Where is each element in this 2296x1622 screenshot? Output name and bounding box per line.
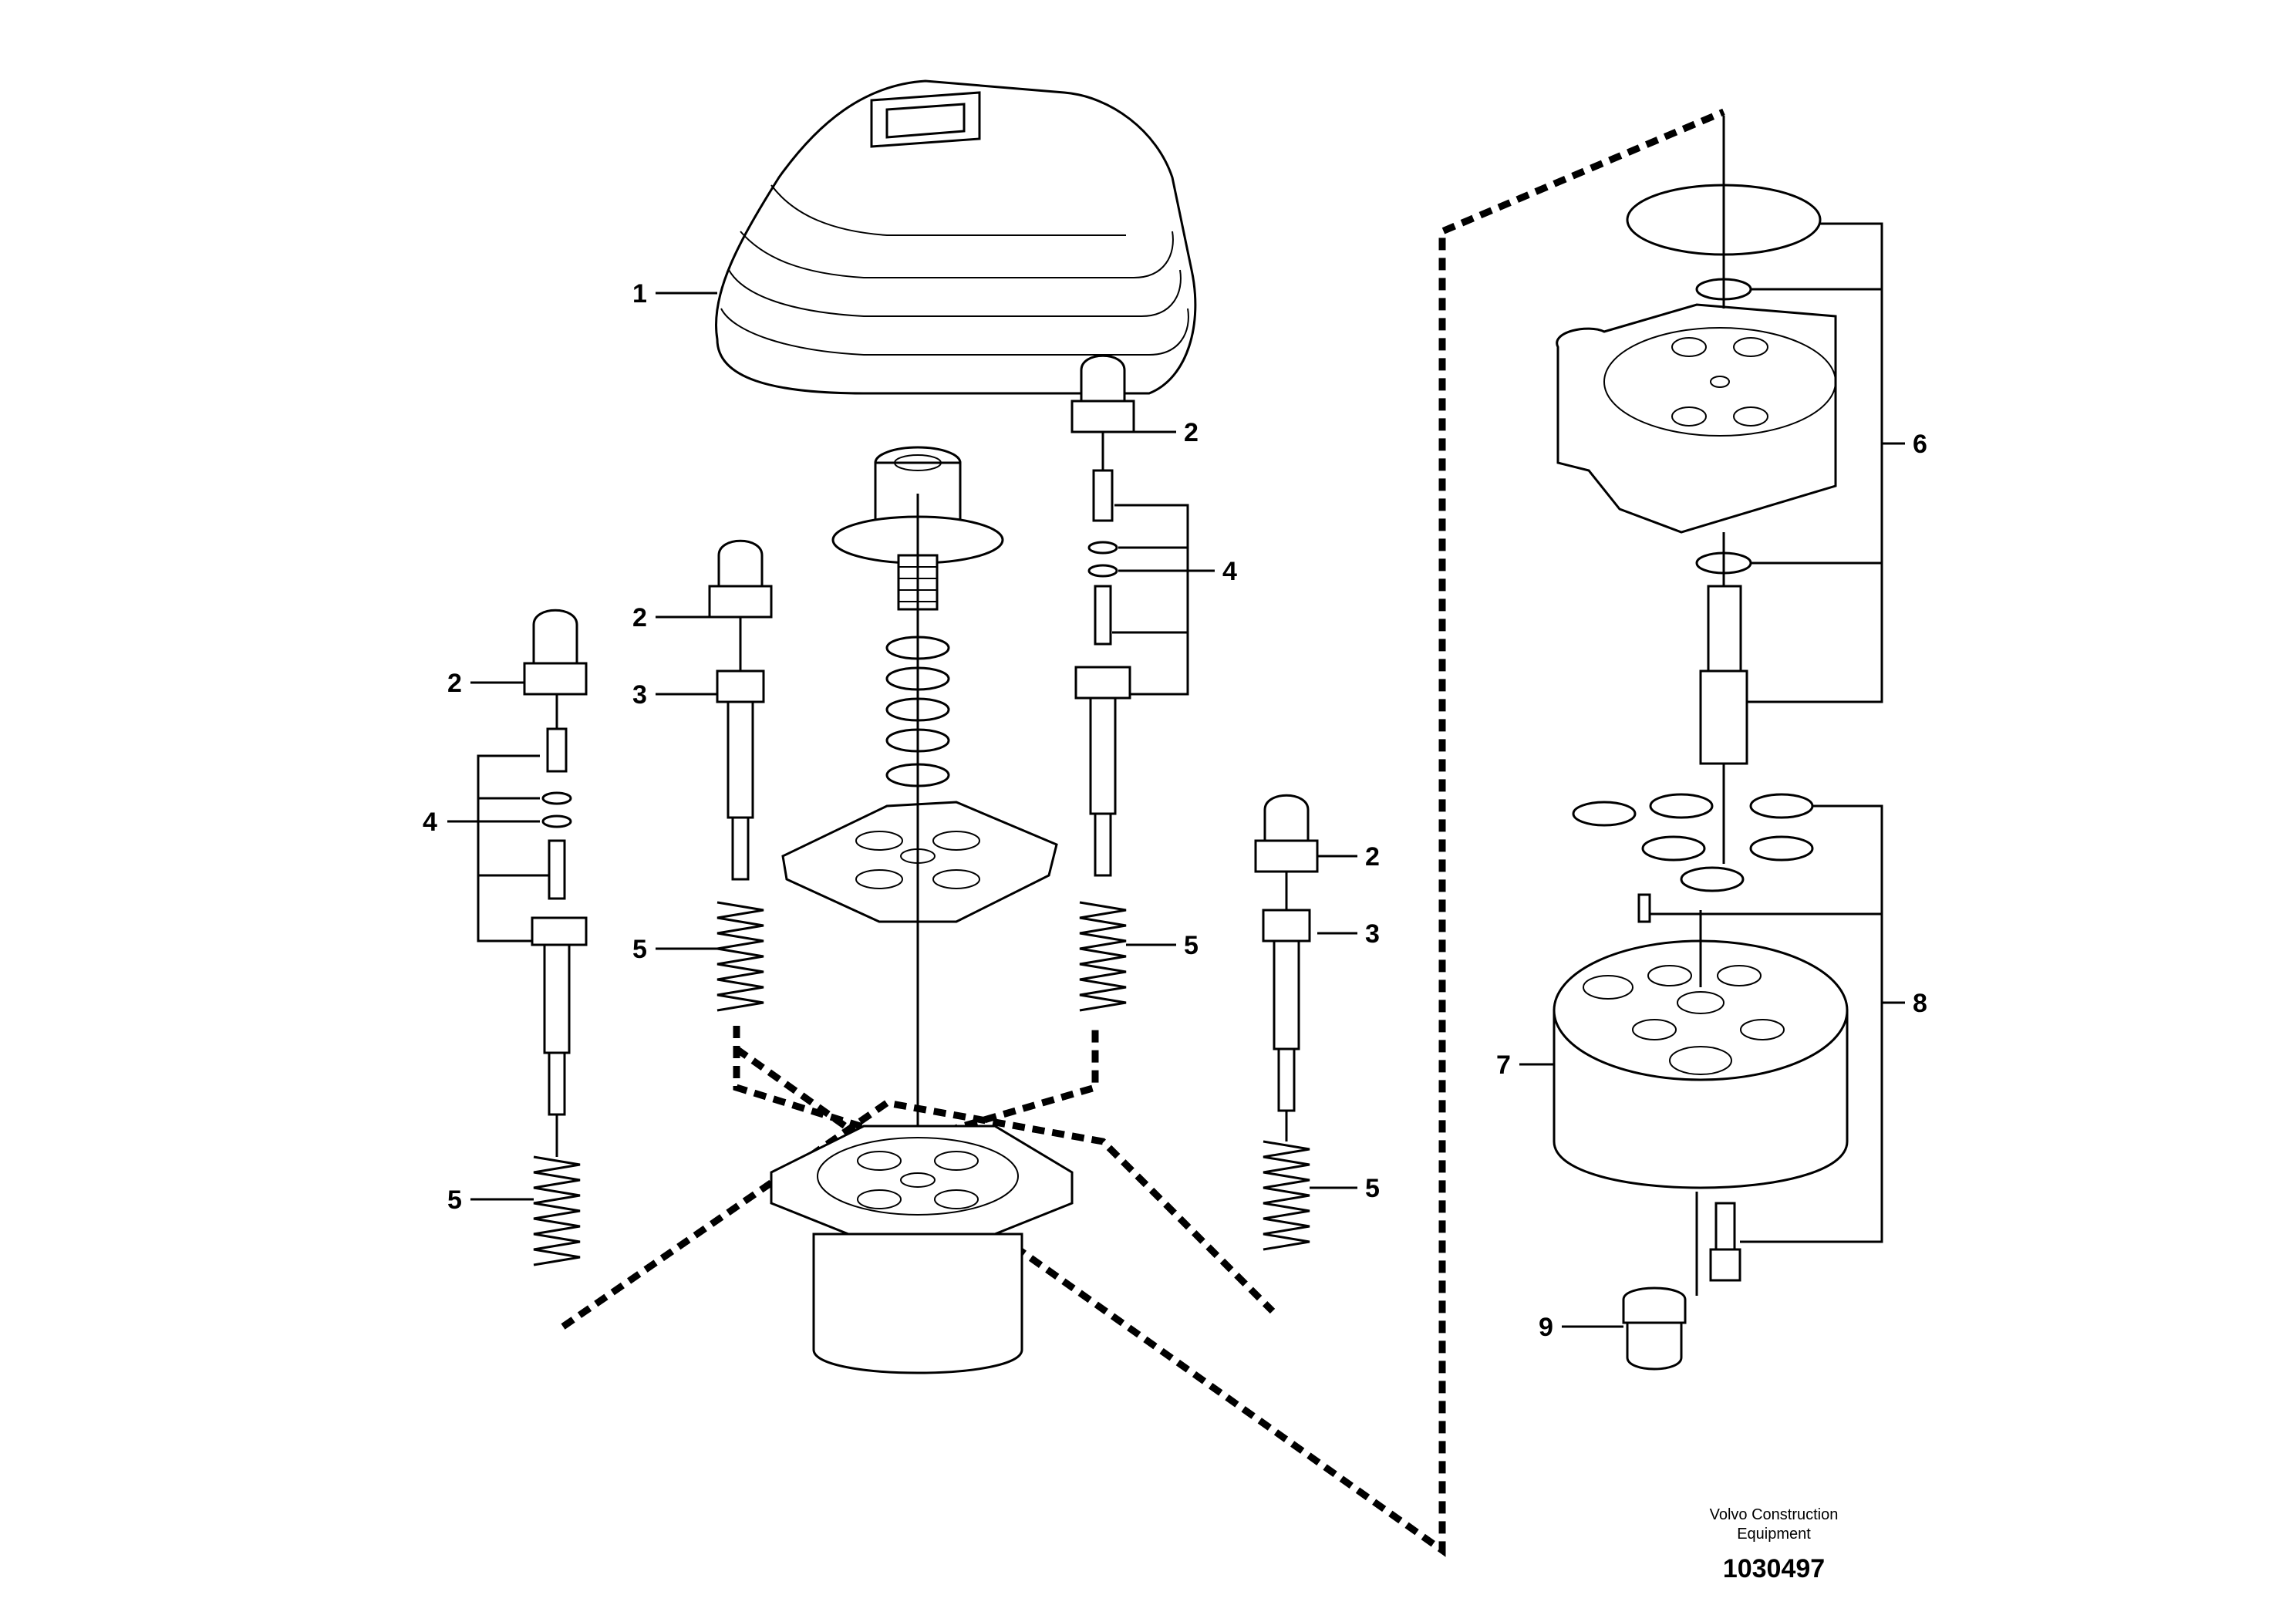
callout-labels: 1 2 2 2 2 3 3 4 4 5 5 5 5 5 6 7 8 9 [423,279,1927,1342]
callout-4-right: 4 [1222,557,1237,586]
part-bolt [1709,1202,1741,1282]
callout-8: 8 [1913,989,1927,1018]
callout-9: 9 [1539,1313,1553,1342]
callout-2-left-middle: 2 [632,603,647,632]
callout-4-left: 4 [423,808,437,837]
part-plug [1622,1286,1687,1371]
bracket-left-4 [447,754,549,943]
part-lower-valve-block [1553,893,1849,1296]
bracket-8 [1650,804,1905,1243]
drawing-footer: Volvo Construction Equipment 1030497 [1710,1506,1839,1583]
drawing-number: 1030497 [1723,1554,1825,1583]
bracket-6 [1747,222,1905,703]
callout-5-right: 5 [1365,1174,1380,1203]
bracket-right-4 [1112,504,1215,696]
part-right-middle-plunger-assembly [1070,354,1135,1012]
callout-1: 1 [632,279,647,309]
leader-lines [470,292,1623,1328]
callout-3-left-middle: 3 [632,680,647,710]
brand-line-2: Equipment [1737,1526,1811,1543]
callout-2-right-middle: 2 [1184,418,1199,447]
callout-3-right: 3 [1365,919,1380,949]
part-centre-plate [781,801,1058,923]
part-boot-cover [715,79,1197,395]
part-right-plunger-assembly [1254,794,1319,1251]
callout-6: 6 [1913,430,1927,459]
part-lower-housing [770,1125,1074,1374]
part-left-plunger-assembly [523,609,588,1266]
callout-5-left: 5 [447,1185,462,1215]
callout-5-right-middle: 5 [1184,931,1199,960]
callout-7: 7 [1496,1050,1511,1080]
part-left-middle-plunger-assembly [708,539,773,1012]
brand-line-1: Volvo Construction [1710,1506,1839,1523]
part-o-rings [1572,764,1814,892]
callout-5-left-middle: 5 [632,935,647,964]
part-upper-housing [1556,116,1837,765]
callout-2-right: 2 [1365,842,1380,872]
callout-2-left: 2 [447,669,462,698]
